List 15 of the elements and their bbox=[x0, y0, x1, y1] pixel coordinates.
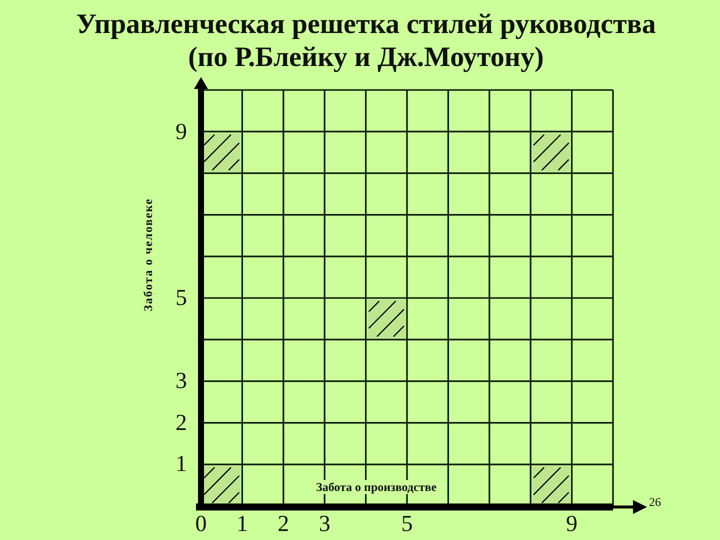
axis-tick-label: 1 bbox=[235, 512, 249, 536]
page-number: 26 bbox=[649, 496, 661, 509]
slide-title: Управленческая решетка стилей руководства (по Р.Блейку и Дж.Моутону) bbox=[75, 8, 657, 74]
axis-tick-label: 3 bbox=[318, 512, 332, 536]
axis-tick-label: 2 bbox=[174, 410, 187, 435]
axis-tick-label: 0 bbox=[194, 512, 208, 536]
axis-tick-label: 5 bbox=[174, 286, 187, 310]
axis-title: Забота о человеке bbox=[141, 198, 155, 312]
axis-title: Забота о производстве bbox=[315, 480, 438, 494]
axis-tick-label: 3 bbox=[174, 369, 187, 394]
axis-tick-label: 9 bbox=[174, 120, 187, 144]
axis-tick-label: 1 bbox=[174, 452, 187, 476]
axis-tick-label: 9 bbox=[565, 512, 579, 536]
axis-tick-label: 2 bbox=[276, 512, 290, 536]
axis-tick-label: 5 bbox=[400, 512, 414, 536]
